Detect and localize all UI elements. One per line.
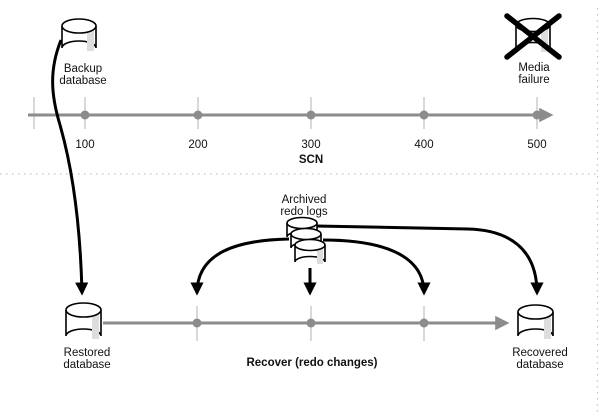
restored-database-label-line2: database — [63, 359, 110, 371]
scn-tick-label: 400 — [414, 139, 433, 151]
backup-to-restored-arrow — [51, 39, 89, 296]
scn-point-300 — [306, 110, 316, 120]
media-failure-label-line2: failure — [518, 74, 549, 86]
scn-axis-label: SCN — [299, 154, 323, 166]
recover-label: Recover (redo changes) — [246, 357, 377, 369]
redo-apply-arrow-left — [190, 237, 290, 296]
backup-database-label-line2: database — [59, 75, 106, 87]
backup-database-label-line1: Backup — [64, 63, 102, 75]
scn-point-500 — [532, 110, 542, 120]
recovered-database-label-line2: database — [516, 359, 563, 371]
media-failure-label-line1: Media — [518, 62, 550, 74]
media-failure-icon — [504, 13, 562, 60]
backup-database-icon — [61, 18, 97, 51]
recover-point — [192, 318, 202, 328]
archived-redo-logs-icon — [286, 216, 326, 264]
archived-redo-logs-label-line1: Archived — [282, 194, 327, 206]
restored-database-icon — [65, 302, 102, 339]
scn-tick-label: 300 — [301, 139, 320, 151]
redo-log-cylinder-front — [294, 238, 326, 264]
recover-point — [419, 318, 429, 328]
recovered-database-label-line1: Recovered — [512, 347, 568, 359]
recover-timeline: Recover (redo changes) — [103, 306, 510, 369]
scn-timeline: 100 200 300 400 500 SCN — [28, 97, 554, 166]
recovered-database-icon — [517, 304, 554, 339]
failure-x-icon — [504, 13, 562, 60]
recover-point — [306, 318, 316, 328]
archived-redo-logs-label-line2: redo logs — [280, 206, 328, 218]
scn-point-100 — [80, 110, 90, 120]
restored-database-label-line1: Restored — [64, 347, 111, 359]
scn-tick-label: 200 — [188, 139, 207, 151]
scn-tick-label: 100 — [75, 139, 94, 151]
redo-apply-arrow-recovered — [315, 224, 544, 296]
redo-apply-arrow-right — [322, 238, 431, 296]
scn-point-400 — [419, 110, 429, 120]
scn-point-200 — [193, 110, 203, 120]
scn-tick-label: 500 — [527, 139, 546, 151]
